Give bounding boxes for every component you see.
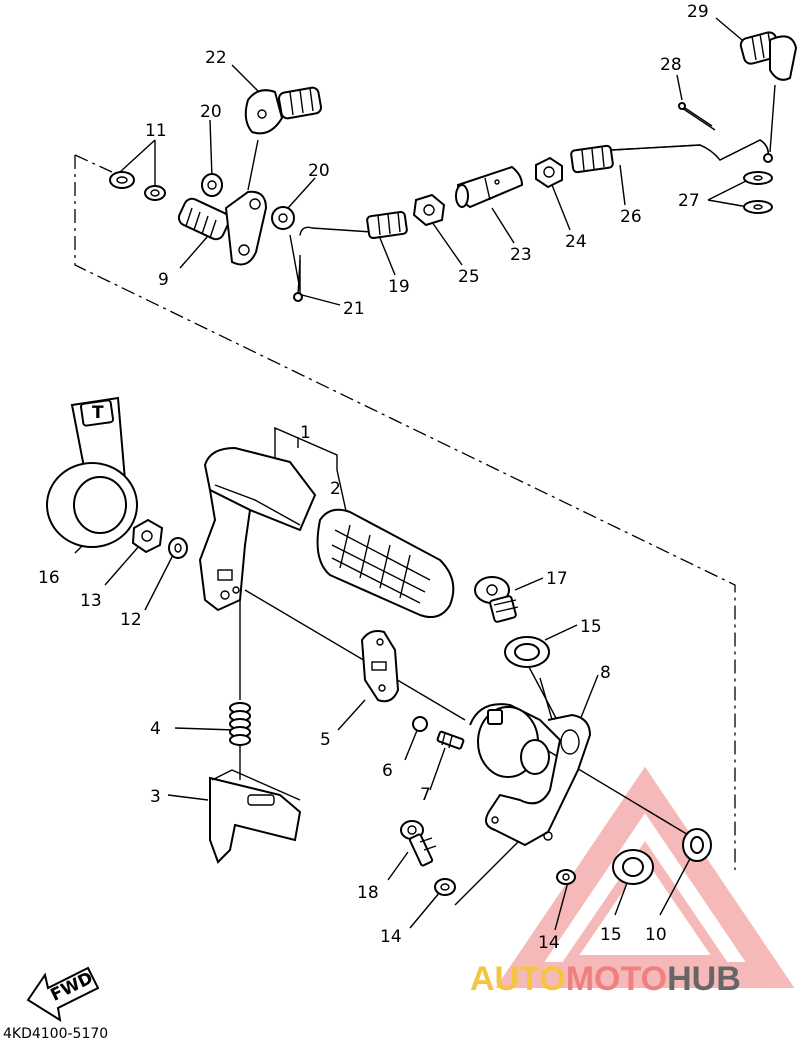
pin-28-icon[interactable] bbox=[678, 102, 713, 127]
washer-14-icon[interactable] bbox=[434, 869, 576, 896]
rod-19-icon[interactable] bbox=[299, 210, 408, 240]
label-13: 13 bbox=[80, 591, 102, 611]
nut-25-icon[interactable] bbox=[412, 193, 446, 227]
ball-6-icon[interactable] bbox=[412, 716, 428, 732]
pedal-rubber-2-icon[interactable] bbox=[316, 508, 455, 618]
leader-lines bbox=[74, 17, 776, 931]
bolt-18-icon[interactable] bbox=[400, 820, 437, 867]
label-8: 8 bbox=[600, 663, 611, 683]
label-9: 9 bbox=[158, 270, 169, 290]
pedal-1-icon[interactable] bbox=[198, 446, 317, 612]
part-labels: 11 20 22 20 9 21 19 25 23 24 26 27 28 29… bbox=[38, 2, 709, 953]
bolt-17-icon[interactable] bbox=[474, 576, 519, 623]
rod-26-icon[interactable] bbox=[570, 139, 773, 174]
rod-end-29-icon[interactable] bbox=[739, 31, 798, 81]
label-20b: 20 bbox=[308, 161, 330, 181]
label-25: 25 bbox=[458, 267, 480, 287]
label-6: 6 bbox=[382, 761, 393, 781]
label-22: 22 bbox=[205, 48, 227, 68]
cap-letter: T bbox=[92, 403, 104, 423]
assembly-boundary bbox=[74, 154, 736, 870]
fwd-arrow-icon: FWD bbox=[26, 966, 100, 1023]
nut-13-icon[interactable] bbox=[131, 518, 164, 554]
label-23: 23 bbox=[510, 245, 532, 265]
label-3: 3 bbox=[150, 787, 161, 807]
lever-housing-8-icon[interactable] bbox=[469, 703, 592, 847]
washer-20-icon[interactable] bbox=[201, 173, 223, 197]
label-20a: 20 bbox=[200, 102, 222, 122]
label-17: 17 bbox=[546, 569, 568, 589]
plate-5-icon[interactable] bbox=[360, 630, 400, 703]
washer-11-icon[interactable] bbox=[109, 171, 166, 201]
shift-arm-9-icon[interactable] bbox=[176, 190, 268, 266]
washer-15b-icon[interactable] bbox=[612, 849, 654, 885]
pedal-cover-16-icon[interactable] bbox=[46, 396, 138, 548]
spring-4-icon[interactable] bbox=[229, 702, 251, 746]
label-1: 1 bbox=[300, 423, 311, 443]
watermark-moto: MOTO bbox=[566, 960, 667, 998]
watermark-triangle-icon bbox=[495, 766, 795, 988]
label-26: 26 bbox=[620, 207, 642, 227]
label-24: 24 bbox=[565, 232, 587, 252]
label-14b: 14 bbox=[538, 933, 560, 953]
rod-end-22-icon[interactable] bbox=[244, 86, 323, 135]
label-12: 12 bbox=[120, 610, 142, 630]
svg-text:AUTOMOTOHUB: AUTOMOTOHUB bbox=[470, 960, 741, 998]
label-16: 16 bbox=[38, 568, 60, 588]
washer-20b-icon[interactable] bbox=[271, 206, 295, 230]
label-21: 21 bbox=[343, 299, 365, 319]
washer-12-icon[interactable] bbox=[168, 537, 188, 559]
washer-27-icon[interactable] bbox=[743, 171, 773, 214]
washer-10-icon[interactable] bbox=[682, 828, 712, 862]
bracket-3-icon[interactable] bbox=[209, 769, 302, 864]
drawing-code: 4KD4100-5170 bbox=[3, 1026, 108, 1042]
washer-15-icon[interactable] bbox=[504, 636, 550, 668]
label-4: 4 bbox=[150, 719, 161, 739]
label-5: 5 bbox=[320, 730, 331, 750]
label-18: 18 bbox=[357, 883, 379, 903]
label-19: 19 bbox=[388, 277, 410, 297]
label-10: 10 bbox=[645, 925, 667, 945]
label-7: 7 bbox=[420, 785, 431, 805]
watermark-auto: AUTO bbox=[470, 960, 566, 998]
pin-21-icon[interactable] bbox=[293, 259, 303, 302]
label-29: 29 bbox=[687, 2, 709, 22]
label-14a: 14 bbox=[380, 927, 402, 947]
label-11: 11 bbox=[145, 121, 167, 141]
watermark-hub: HUB bbox=[667, 960, 741, 998]
watermark-logo: AUTOMOTOHUB bbox=[470, 960, 741, 998]
label-15b: 15 bbox=[600, 925, 622, 945]
label-2: 2 bbox=[330, 479, 341, 499]
adjuster-23-icon[interactable] bbox=[455, 165, 524, 209]
nut-24-icon[interactable] bbox=[535, 156, 563, 189]
label-27: 27 bbox=[678, 191, 700, 211]
label-28: 28 bbox=[660, 55, 682, 75]
screw-7-icon[interactable] bbox=[436, 730, 465, 750]
label-15a: 15 bbox=[580, 617, 602, 637]
